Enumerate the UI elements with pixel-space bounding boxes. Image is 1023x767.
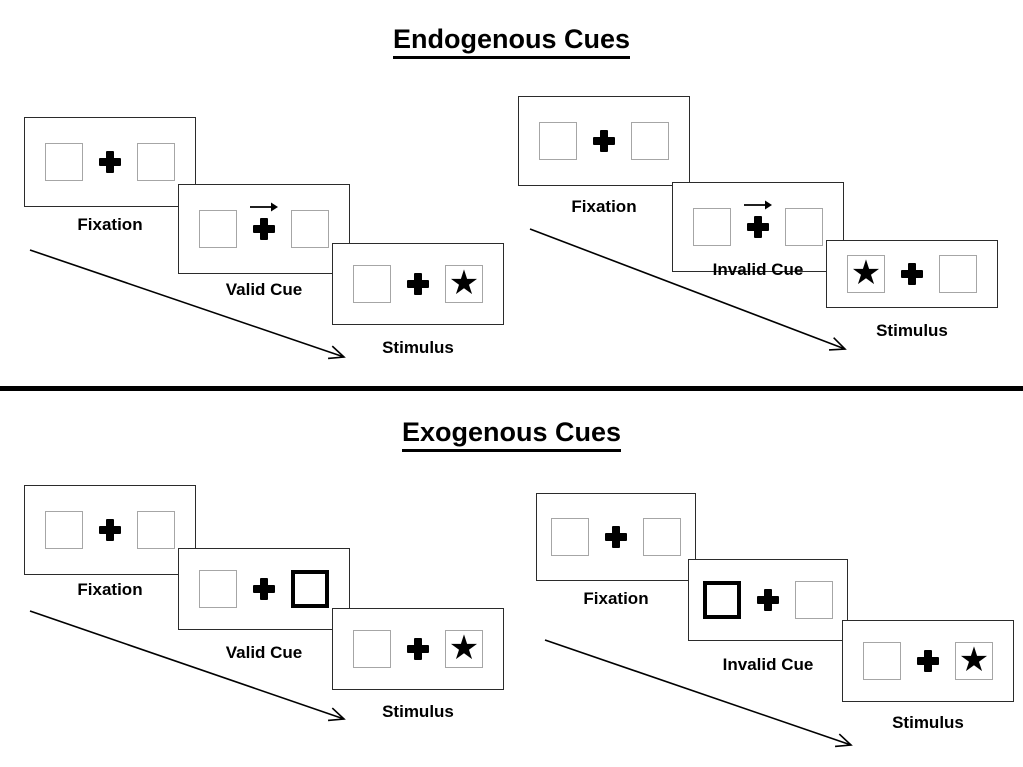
trial-card-exogenous-valid-2: ★	[332, 608, 504, 690]
card-label-endogenous-invalid-0: Fixation	[571, 197, 637, 216]
left-square-highlighted	[703, 581, 741, 619]
arrow-right-icon	[744, 200, 772, 210]
card-label-endogenous-invalid-2: Stimulus	[876, 321, 948, 340]
card-contents	[45, 511, 175, 549]
left-square-empty	[199, 210, 237, 248]
left-square-empty	[539, 122, 577, 160]
trial-card-endogenous-invalid-2: ★	[826, 240, 998, 308]
timeline-arrow-exogenous-invalid	[544, 639, 853, 748]
trial-card-endogenous-valid-2: ★	[332, 243, 504, 325]
fixation-cross-group	[917, 650, 939, 672]
card-label-endogenous-invalid-1: Invalid Cue	[712, 260, 804, 279]
right-square-highlighted	[291, 570, 329, 608]
plus-sign-icon	[253, 578, 275, 600]
card-contents	[199, 202, 329, 248]
right-square-empty	[939, 255, 977, 293]
section-divider	[0, 386, 1023, 391]
left-square-empty	[353, 265, 391, 303]
plus-sign-icon	[917, 650, 939, 672]
fixation-cross-group	[757, 589, 779, 611]
card-label-exogenous-valid-2: Stimulus	[382, 702, 454, 721]
fixation-cross-group	[901, 263, 923, 285]
card-contents	[539, 122, 669, 160]
card-contents	[45, 143, 175, 181]
card-label-exogenous-invalid-1: Invalid Cue	[722, 655, 814, 674]
trial-card-endogenous-invalid-0	[518, 96, 690, 186]
card-contents	[703, 581, 833, 619]
left-square-empty	[693, 208, 731, 246]
plus-sign-icon	[605, 526, 627, 548]
plus-sign-icon	[747, 216, 769, 238]
right-square-with-star: ★	[955, 642, 993, 680]
section-title-endogenous: Endogenous Cues	[0, 24, 1023, 59]
card-label-exogenous-valid-0: Fixation	[77, 580, 143, 599]
trial-card-exogenous-invalid-0	[536, 493, 696, 581]
trial-card-exogenous-valid-0	[24, 485, 196, 575]
star-icon: ★	[850, 254, 882, 292]
fixation-cross-group	[407, 638, 429, 660]
plus-sign-icon	[99, 151, 121, 173]
card-contents	[199, 570, 329, 608]
card-label-exogenous-invalid-2: Stimulus	[892, 713, 964, 732]
plus-sign-icon	[407, 638, 429, 660]
fixation-cross-group	[99, 151, 121, 173]
card-contents: ★	[847, 255, 977, 293]
card-label-endogenous-valid-1: Valid Cue	[225, 280, 303, 299]
trial-card-exogenous-invalid-2: ★	[842, 620, 1014, 702]
left-square-empty	[863, 642, 901, 680]
right-square-empty	[137, 143, 175, 181]
card-contents: ★	[353, 630, 483, 668]
fixation-cross-group	[744, 200, 772, 238]
plus-sign-icon	[407, 273, 429, 295]
fixation-cross-group	[250, 202, 278, 240]
plus-sign-icon	[99, 519, 121, 541]
right-square-empty	[137, 511, 175, 549]
fixation-cross-group	[407, 273, 429, 295]
right-square-empty	[795, 581, 833, 619]
left-square-empty	[551, 518, 589, 556]
star-icon: ★	[448, 629, 480, 667]
star-icon: ★	[448, 264, 480, 302]
plus-sign-icon	[757, 589, 779, 611]
trial-card-endogenous-valid-0	[24, 117, 196, 207]
right-square-empty	[643, 518, 681, 556]
left-square-empty	[45, 143, 83, 181]
trial-card-endogenous-valid-1	[178, 184, 350, 274]
plus-sign-icon	[901, 263, 923, 285]
card-label-exogenous-valid-1: Valid Cue	[225, 643, 303, 662]
trial-card-endogenous-invalid-1	[672, 182, 844, 272]
card-contents	[551, 518, 681, 556]
plus-sign-icon	[593, 130, 615, 152]
left-square-empty	[45, 511, 83, 549]
left-square-with-star: ★	[847, 255, 885, 293]
fixation-cross-group	[605, 526, 627, 548]
card-contents	[693, 200, 823, 246]
section-title-exogenous: Exogenous Cues	[0, 417, 1023, 452]
card-contents: ★	[353, 265, 483, 303]
left-square-empty	[199, 570, 237, 608]
right-square-empty	[631, 122, 669, 160]
right-square-empty	[291, 210, 329, 248]
fixation-cross-group	[99, 519, 121, 541]
fixation-cross-group	[253, 578, 275, 600]
section-title-text: Exogenous Cues	[401, 417, 622, 452]
left-square-empty	[353, 630, 391, 668]
card-label-exogenous-invalid-0: Fixation	[583, 589, 649, 608]
right-square-with-star: ★	[445, 265, 483, 303]
card-label-endogenous-valid-2: Stimulus	[382, 338, 454, 357]
trial-card-exogenous-invalid-1	[688, 559, 848, 641]
trial-card-exogenous-valid-1	[178, 548, 350, 630]
plus-sign-icon	[253, 218, 275, 240]
arrow-right-icon	[250, 202, 278, 212]
card-label-endogenous-valid-0: Fixation	[77, 215, 143, 234]
fixation-cross-group	[593, 130, 615, 152]
right-square-with-star: ★	[445, 630, 483, 668]
star-icon: ★	[958, 641, 990, 679]
section-title-text: Endogenous Cues	[392, 24, 630, 59]
right-square-empty	[785, 208, 823, 246]
card-contents: ★	[863, 642, 993, 680]
